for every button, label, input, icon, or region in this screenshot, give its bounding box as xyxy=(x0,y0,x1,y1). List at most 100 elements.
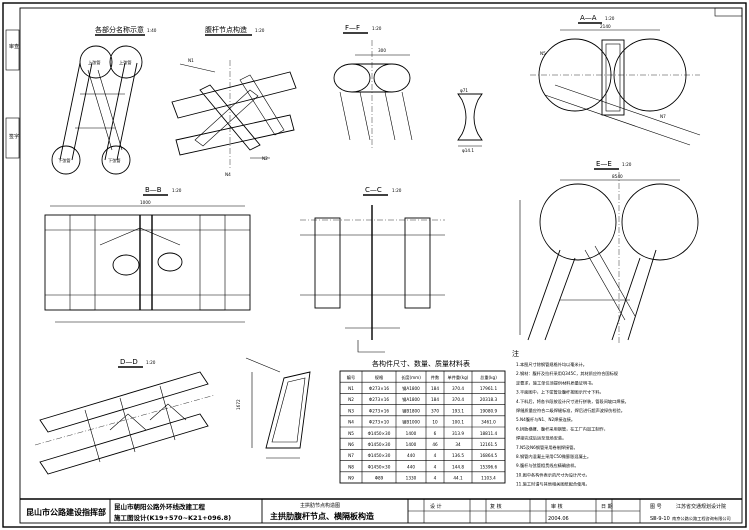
node-title: 腹杆节点构造 xyxy=(205,25,247,34)
svg-text:N2: N2 xyxy=(262,156,268,161)
svg-text:N7: N7 xyxy=(660,114,666,119)
note-line: 焊缝质量应符合二级焊缝标准，焊后进行超声波探伤检验。 xyxy=(516,407,625,414)
table-cell: 184 xyxy=(431,397,439,402)
table-cell: N4 xyxy=(348,420,354,425)
table-cell: Φ273×16 xyxy=(369,386,389,391)
note-line: 1.本图尺寸除钢管规格外均以毫米计。 xyxy=(516,361,587,368)
cc-title: C—C xyxy=(365,186,382,194)
note-line: 3.平面图中，上下弦管及腹杆按图示尺寸下料。 xyxy=(516,389,604,396)
left-margin-stamps: 审查 签字 xyxy=(5,29,20,159)
table-cell: 370.4 xyxy=(452,386,464,391)
table-cell: Φ273×16 xyxy=(369,397,389,402)
table-cell: 100.1 xyxy=(452,420,464,425)
note-line: 4.下料后，将各节段按设计尺寸进行拼装，管段间坡口焊接。 xyxy=(516,398,629,405)
section-ff: F—F 1:20 300 φ71 φ14.1 xyxy=(333,24,483,153)
table-cell: 15396.6 xyxy=(480,464,498,469)
tube-upper-right: 上弦管 xyxy=(119,59,132,66)
table-cell: 193.1 xyxy=(452,408,464,413)
table-header-cell: 单件重(kg) xyxy=(448,374,469,381)
table-cell: 34 xyxy=(455,442,461,447)
table-cell: N1 xyxy=(348,386,354,391)
note-line: 11.施工时请与其他相关图纸配合使用。 xyxy=(516,481,590,488)
table-cell: 313.9 xyxy=(452,431,464,436)
tube-upper-left: 上弦管 xyxy=(88,59,101,66)
table-cell: Φ1450×30 xyxy=(368,453,391,458)
title-block: 昆山市公路建设指挥部 昆山市朝阳公路外环线改建工程 施工图设计(K19+570~… xyxy=(20,498,742,523)
layout-schematic: 各部分名称示意 1:40 上弦管 上弦管 下弦管 下弦管 xyxy=(51,25,157,175)
table-cell: 440 xyxy=(407,453,415,458)
layout-title: 各部分名称示意 xyxy=(95,25,144,34)
table-header-cell: 总重(kg) xyxy=(480,374,497,380)
bb-title: B—B xyxy=(145,186,162,194)
table-cell: 1400 xyxy=(406,431,417,436)
table-cell: Φ273×16 xyxy=(369,408,389,413)
table-cell: Φ1450×30 xyxy=(368,464,391,469)
side-label-review: 审查 xyxy=(9,43,19,50)
svg-text:φ71: φ71 xyxy=(460,88,468,93)
designer-company-2: 南京公路公路工程咨询有限公司 xyxy=(672,515,731,522)
note-line: 焊接完成后运至现场安装。 xyxy=(516,435,566,442)
note-line: 5.N4腹杆与N1、N2焊接连接。 xyxy=(516,416,575,423)
table-cell: Φ273×10 xyxy=(369,420,389,425)
table-cell: N7 xyxy=(348,453,354,458)
table-cell: 44.1 xyxy=(453,476,463,481)
table-cell: 10 xyxy=(432,420,438,425)
plate-detail: 1672 xyxy=(236,357,311,459)
ff-dim: 300 xyxy=(378,48,386,53)
section-dd: D—D 1:20 xyxy=(34,358,216,475)
ee-dim: 8540 xyxy=(612,174,623,179)
table-cell: 46 xyxy=(432,442,438,447)
table-cell: 184 xyxy=(431,386,439,391)
table-cell: 440 xyxy=(407,464,415,469)
table-cell: N8 xyxy=(348,464,354,469)
aa-title: A—A xyxy=(580,14,597,22)
project-line-2: 施工图设计(K19+570~K21+096.8) xyxy=(114,513,231,522)
review-label: 复 核 xyxy=(490,503,502,510)
ee-title: E—E xyxy=(596,160,612,168)
table-cell: 钢B1000 xyxy=(402,419,420,426)
table-cell: 12161.5 xyxy=(480,442,498,447)
designer-company-1: 江苏省交通规划设计院 xyxy=(676,503,726,510)
table-cell: 1103.4 xyxy=(481,476,496,481)
notes-block: 注 1.本图尺寸除钢管规格外均以毫米计。2.钢材：腹杆及拉杆采用Q345C，其材… xyxy=(512,349,629,488)
inner-frame xyxy=(19,7,743,524)
note-line: 9.腹杆与弦管相贯线应精确放样。 xyxy=(516,462,579,469)
sheet-value: SⅢ-9-10 xyxy=(650,516,670,522)
ee-scale: 1:20 xyxy=(622,162,632,167)
table-cell: N3 xyxy=(348,408,354,413)
table-cell: Φ89 xyxy=(375,476,384,481)
design-label: 设 计 xyxy=(430,503,442,510)
check-label: 审 核 xyxy=(551,503,563,510)
ff-title: F—F xyxy=(345,24,360,32)
table-cell: 136.5 xyxy=(452,453,464,458)
note-line: 2.钢材：腹杆及拉杆采用Q345C，其材质应符合国标规 xyxy=(516,370,618,377)
table-cell: 1330 xyxy=(406,476,417,481)
table-title: 各构件尺寸、数量、质量材料表 xyxy=(372,359,470,368)
note-line: 10.图中各构件表示的尺寸为设计尺寸。 xyxy=(516,471,590,478)
table-header-cell: 编号 xyxy=(347,374,355,381)
note-line: 定要求，施工单位须提供材料质量证明书。 xyxy=(516,379,596,386)
table-cell: 370 xyxy=(431,408,439,413)
table-cell: 18811.4 xyxy=(480,431,498,436)
table-cell: 4 xyxy=(434,464,437,469)
note-line: 7.N5及N6钢管采用卷制焊接管。 xyxy=(516,444,578,451)
svg-text:N1: N1 xyxy=(188,58,194,63)
section-aa: A—A 1:20 2140 N7 N5 xyxy=(530,14,701,146)
date-label: 日 期 xyxy=(601,504,613,510)
side-label-sign: 签字 xyxy=(9,133,19,140)
table-cell: 3461.0 xyxy=(481,420,496,425)
tube-lower-left: 下弦管 xyxy=(58,157,71,164)
section-ee: E—E 1:20 8540 xyxy=(519,160,699,345)
cc-scale: 1:20 xyxy=(392,188,402,193)
aa-dim: 2140 xyxy=(600,24,611,29)
dd-title: D—D xyxy=(120,358,138,366)
table-cell: 16864.5 xyxy=(480,453,498,458)
ff-scale: 1:20 xyxy=(372,26,382,31)
svg-text:N4: N4 xyxy=(225,172,231,177)
dd-scale: 1:20 xyxy=(146,360,156,365)
table-cell: 4 xyxy=(434,453,437,458)
company-name: 昆山市公路建设指挥部 xyxy=(26,507,106,517)
table-cell: 1400 xyxy=(406,442,417,447)
bb-scale: 1:20 xyxy=(172,188,182,193)
